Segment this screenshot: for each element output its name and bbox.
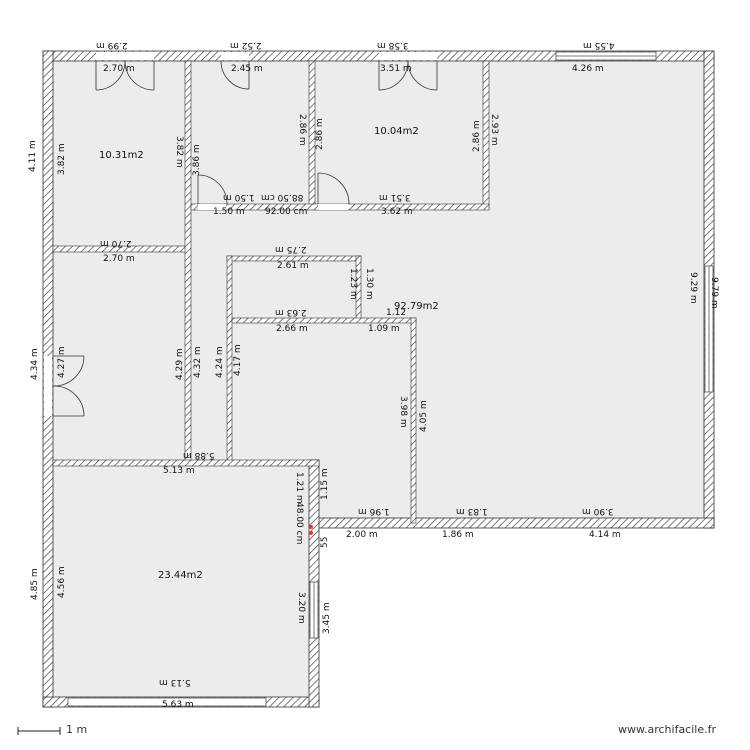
dim-label: 1.23 m [348, 268, 358, 300]
dim-label: 3.62 m [381, 207, 413, 217]
dim-label: 1.96 m [358, 506, 390, 516]
room-area-top-left: 10.31m2 [99, 150, 144, 161]
dim-label: 3.82 m [174, 136, 184, 168]
room-area-top-middle: 10.04m2 [374, 126, 419, 137]
dim-label: 4.56 m [57, 566, 67, 598]
dim-label: 3.45 m [322, 602, 332, 634]
dim-label: 3.51 m [379, 192, 411, 202]
floor-bottom-left [50, 460, 315, 700]
dim-label: 3.86 m [192, 144, 202, 176]
room-area-main: 92.79m2 [394, 301, 439, 312]
dim-label: 4.24 m [215, 346, 225, 378]
scale-label: 1 m [66, 723, 88, 736]
dim-label: 2.52 m [230, 40, 262, 50]
dim-label: 4.05 m [419, 400, 429, 432]
dim-label: 9.79 m [709, 277, 719, 309]
dim-label: 2.70 m [103, 254, 135, 264]
dim-label: 5.63 m [162, 700, 194, 710]
dim-label: 5.13 m [163, 466, 195, 476]
dim-label: 2.75 m [275, 244, 307, 254]
dim-label: 2.93 m [489, 114, 499, 146]
dim-label: 4.14 m [589, 530, 621, 540]
dim-label: 2.86 m [315, 118, 325, 150]
dim-label: 3.98 m [398, 396, 408, 428]
dim-label: 3.51 m [380, 64, 412, 74]
dim-label: 3.82 m [57, 143, 67, 175]
dim-label: 4.11 m [28, 140, 38, 172]
dim-label: 48.00 cm [294, 502, 304, 545]
dim-label: 2.66 m [276, 324, 308, 334]
dim-label: 3.90 m [582, 506, 614, 516]
watermark: www.archifacile.fr [618, 723, 717, 736]
dim-label: 9.29 m [688, 272, 698, 304]
dim-label: 1.12 [386, 308, 407, 318]
dim-label: 4.17 m [233, 344, 243, 376]
dim-label: 5.13 m [159, 677, 191, 687]
scale-bar [17, 727, 61, 735]
dim-label: 1.86 m [442, 530, 474, 540]
dim-label: 2.86 m [472, 120, 482, 152]
dim-label: 2.45 m [231, 64, 263, 74]
dim-label: 5.88 m [183, 450, 215, 460]
room-area-bottom-left: 23.44m2 [158, 570, 203, 581]
dim-label: 2.99 m [96, 40, 128, 50]
dim-label: 4.26 m [572, 64, 604, 74]
marker-dot [309, 525, 313, 529]
dim-label: 4.55 m [583, 40, 615, 50]
dim-label: 3.20 m [296, 592, 306, 624]
dim-label: 4.85 m [30, 568, 40, 600]
dim-label: 2.00 m [346, 530, 378, 540]
dim-label: 2.86 m [297, 114, 307, 146]
dim-label: 92.00 cm [265, 207, 308, 217]
dim-label: 55 [320, 536, 330, 548]
dim-label: 1.30 m [364, 268, 374, 300]
dim-label: 1.09 m [368, 324, 400, 334]
dim-label: 4.32 m [193, 346, 203, 378]
floor-main [50, 58, 707, 526]
dim-label: 2.70 m [103, 64, 135, 74]
dim-label: 2.63 m [275, 307, 307, 317]
door-swings [52, 60, 438, 417]
dim-label: 2.70 m [100, 238, 132, 248]
dim-label: 4.27 m [57, 346, 67, 378]
dim-label: 1.21 m [294, 472, 304, 504]
door-openings [44, 52, 437, 416]
dim-label: 4.34 m [30, 348, 40, 380]
windows [67, 51, 714, 707]
dim-label: 1.15 m [320, 468, 330, 500]
dim-label: 2.61 m [277, 261, 309, 271]
marker-dot [309, 531, 313, 535]
dim-label: 3.58 m [377, 40, 409, 50]
dim-label: 1.50 m [213, 207, 245, 217]
dim-label: 88.50 cm [261, 192, 304, 202]
dim-label: 1.50 m [223, 192, 255, 202]
dim-label: 1.83 m [456, 506, 488, 516]
dim-label: 4.29 m [175, 348, 185, 380]
